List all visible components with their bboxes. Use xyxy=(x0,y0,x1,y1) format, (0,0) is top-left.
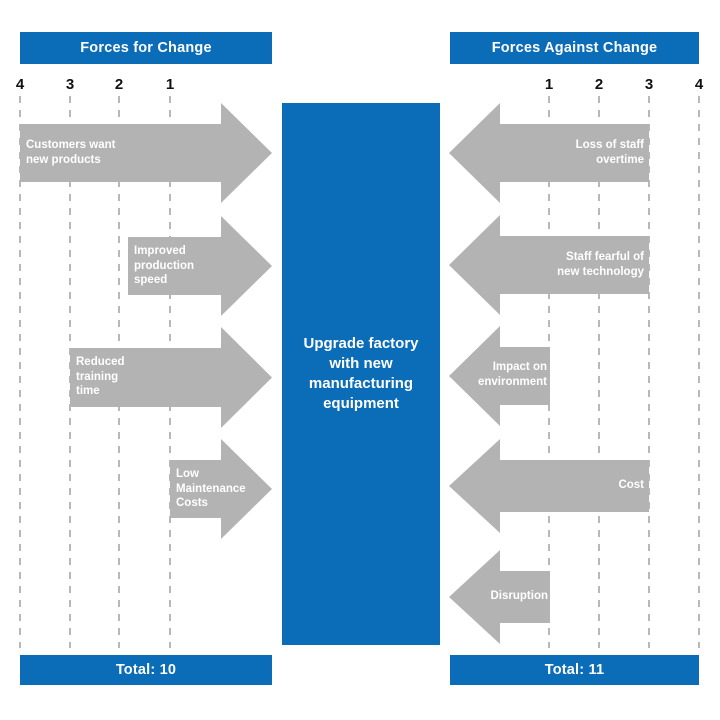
tick-label-left-4: 4 xyxy=(15,76,25,93)
tick-label-right-1: 1 xyxy=(544,76,554,93)
tick-label-right-2: 2 xyxy=(594,76,604,93)
header-forces-against-change: Forces Against Change xyxy=(450,32,699,64)
force-arrows xyxy=(20,103,649,644)
force-arrow-left-1 xyxy=(449,103,649,203)
force-arrow-right-2 xyxy=(128,216,272,316)
force-arrow-left-2 xyxy=(449,215,649,315)
tick-label-left-2: 2 xyxy=(114,76,124,93)
total-forces-against-change: Total: 11 xyxy=(450,655,699,685)
force-arrow-left-3 xyxy=(449,326,550,426)
tick-label-right-4: 4 xyxy=(694,76,704,93)
header-forces-for-change: Forces for Change xyxy=(20,32,272,64)
total-forces-for-change: Total: 10 xyxy=(20,655,272,685)
tick-label-left-3: 3 xyxy=(65,76,75,93)
force-arrow-left-4 xyxy=(449,439,649,533)
tick-label-left-1: 1 xyxy=(165,76,175,93)
force-arrow-right-1 xyxy=(20,103,272,203)
center-change-box: Upgrade factory with new manufacturing e… xyxy=(282,103,440,645)
force-arrow-right-4 xyxy=(170,439,272,539)
force-arrow-left-5 xyxy=(449,550,550,644)
tick-label-right-3: 3 xyxy=(644,76,654,93)
force-arrow-right-3 xyxy=(70,327,272,428)
